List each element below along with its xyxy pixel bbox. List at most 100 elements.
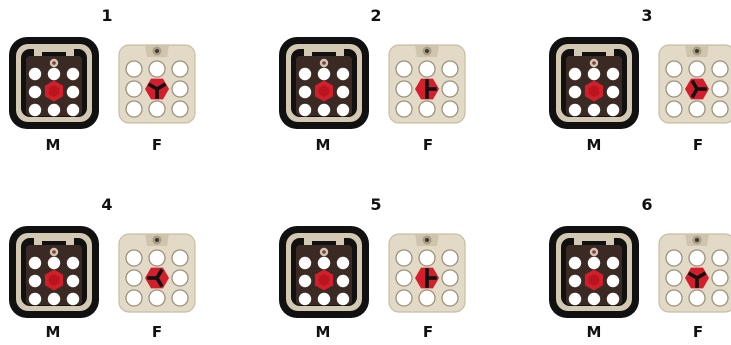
male-pin [317,103,331,117]
female-socket [665,60,683,78]
male-pin [606,67,620,81]
male-label: M [45,136,61,154]
female-connector-icon [118,44,196,124]
female-socket [171,289,189,307]
female-socket [711,269,729,287]
male-pin [606,103,620,117]
male-pin [28,256,42,270]
female-socket [688,60,706,78]
female-label: F [151,323,163,341]
male-pin [28,274,42,288]
male-label: M [586,323,602,341]
female-socket [395,60,413,78]
female-socket [395,269,413,287]
female-socket [711,289,729,307]
female-socket [148,60,166,78]
male-pin [606,85,620,99]
female-label: F [692,323,704,341]
female-socket [125,100,143,118]
male-pin [317,256,331,270]
female-label: F [692,136,704,154]
male-label: M [586,136,602,154]
male-pin [47,103,61,117]
male-label: M [315,323,331,341]
female-socket [395,289,413,307]
variant-number: 5 [370,195,382,214]
male-pin [317,67,331,81]
male-pin [587,67,601,81]
male-connector-icon [9,37,99,129]
male-pin [336,85,350,99]
female-socket [688,289,706,307]
female-socket [441,269,459,287]
male-pin [336,274,350,288]
male-pin [66,103,80,117]
female-socket [148,100,166,118]
male-pin [587,292,601,306]
female-socket [148,289,166,307]
female-connector-icon [118,233,196,313]
female-connector-icon [388,233,466,313]
female-socket [688,100,706,118]
male-pin [336,292,350,306]
male-pin [568,67,582,81]
female-socket [171,100,189,118]
male-connector-icon [549,37,639,129]
male-pin [298,103,312,117]
female-socket [171,80,189,98]
female-socket [418,249,436,267]
female-socket [125,269,143,287]
female-socket [125,289,143,307]
variant-number: 4 [101,195,113,214]
male-connector-icon [549,226,639,318]
male-pin [336,103,350,117]
male-pin [47,67,61,81]
male-pin [568,103,582,117]
female-socket [441,249,459,267]
female-label: F [151,136,163,154]
female-socket [711,80,729,98]
female-socket [665,100,683,118]
male-pin [568,292,582,306]
male-pin [66,292,80,306]
male-label: M [45,323,61,341]
female-label: F [422,323,434,341]
female-socket [395,100,413,118]
female-socket [418,60,436,78]
male-pin [336,67,350,81]
female-socket [665,269,683,287]
male-pin [66,274,80,288]
male-pin [298,274,312,288]
male-pin [47,292,61,306]
male-pin [66,256,80,270]
female-socket [688,249,706,267]
variant-number: 3 [641,6,653,25]
male-label: M [315,136,331,154]
female-socket [441,289,459,307]
female-socket [418,100,436,118]
male-pin [28,85,42,99]
female-socket [665,289,683,307]
male-connector-icon [279,37,369,129]
male-pin [28,103,42,117]
male-connector-icon [279,226,369,318]
male-pin [66,85,80,99]
female-socket [441,80,459,98]
female-socket [125,80,143,98]
male-connector-icon [9,226,99,318]
female-socket [441,100,459,118]
male-pin [317,292,331,306]
female-label: F [422,136,434,154]
male-pin [66,67,80,81]
female-socket [171,60,189,78]
male-pin [336,256,350,270]
female-socket [125,60,143,78]
female-socket [171,249,189,267]
male-pin [568,85,582,99]
female-connector-icon [658,233,731,313]
variant-number: 6 [641,195,653,214]
